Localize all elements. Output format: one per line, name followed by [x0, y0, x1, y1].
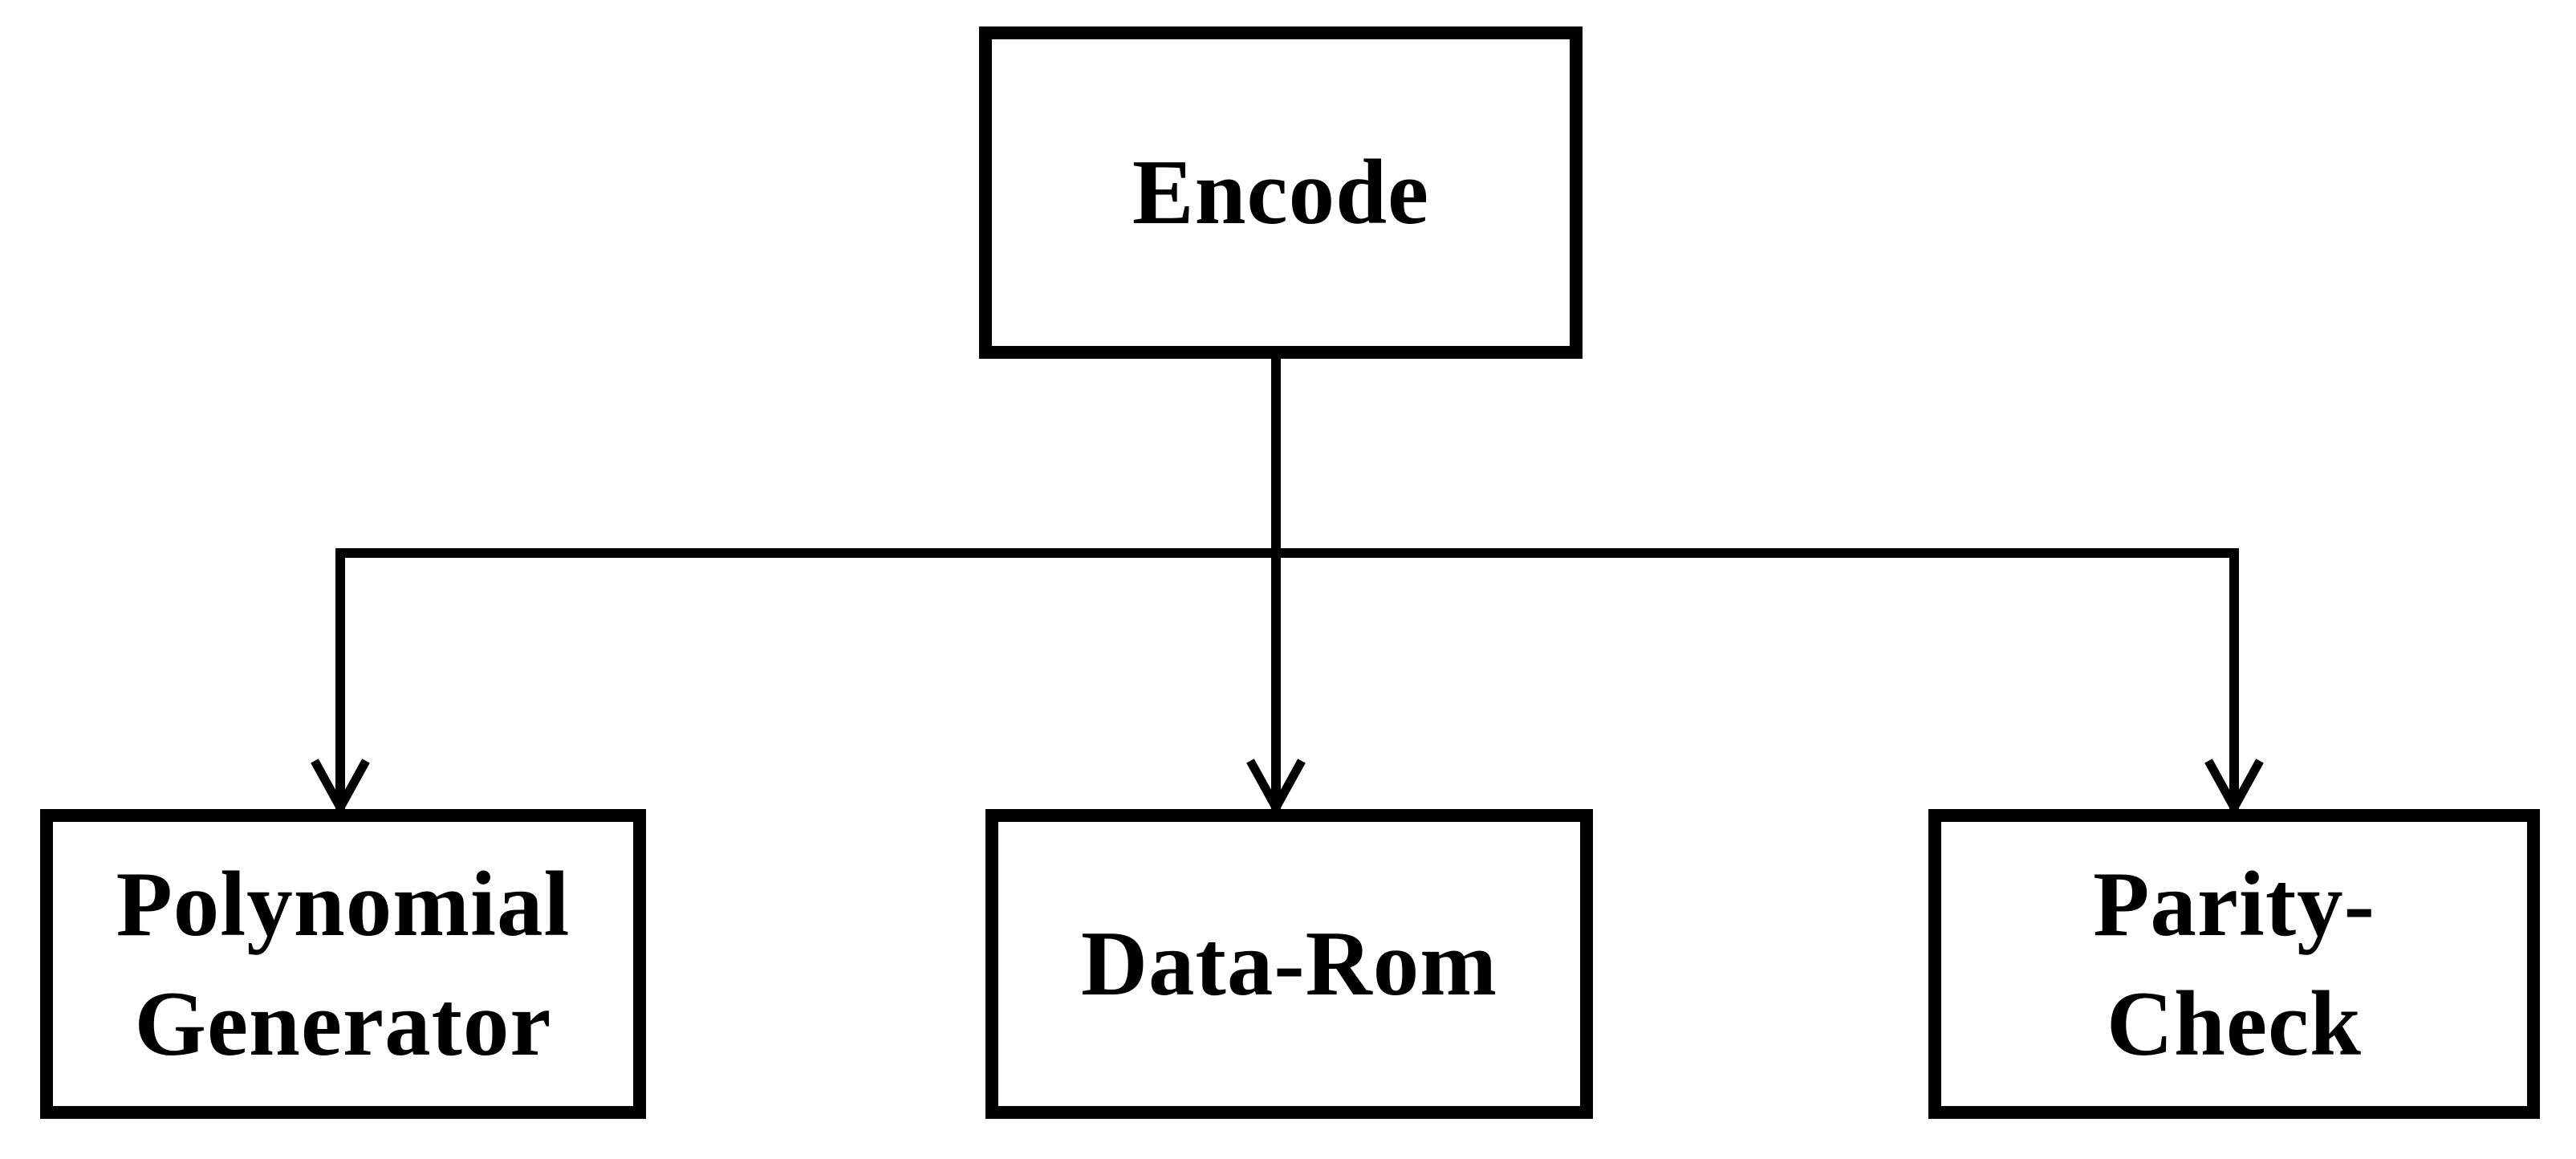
node-data-rom-label: Data-Rom [1081, 904, 1497, 1024]
node-data-rom: Data-Rom [985, 809, 1593, 1119]
edge-right-branch [2229, 548, 2239, 809]
node-parity-check-label: Parity- Check [2093, 844, 2375, 1084]
node-data-rom-label-line: Data-Rom [1081, 913, 1497, 1015]
node-encode-label-line: Encode [1132, 141, 1430, 244]
node-polynomial-generator: Polynomial Generator [40, 809, 646, 1119]
arrow-down-icon [308, 756, 372, 812]
node-encode: Encode [979, 26, 1583, 359]
node-parity-check-label-line: Check [2106, 973, 2363, 1075]
arrow-down-icon [2202, 756, 2266, 812]
node-encode-label: Encode [1132, 132, 1429, 253]
arrow-down-icon [1244, 756, 1308, 812]
edge-left-branch [335, 548, 345, 809]
node-polynomial-generator-label-line: Polynomial [116, 852, 571, 955]
node-polynomial-generator-label-line: Generator [134, 973, 552, 1075]
edge-horizontal-bar [335, 548, 2239, 558]
node-parity-check-label-line: Parity- [2093, 852, 2375, 955]
node-polynomial-generator-label: Polynomial Generator [116, 844, 571, 1084]
edge-encode-stem [1271, 359, 1281, 809]
node-parity-check: Parity- Check [1928, 809, 2540, 1119]
